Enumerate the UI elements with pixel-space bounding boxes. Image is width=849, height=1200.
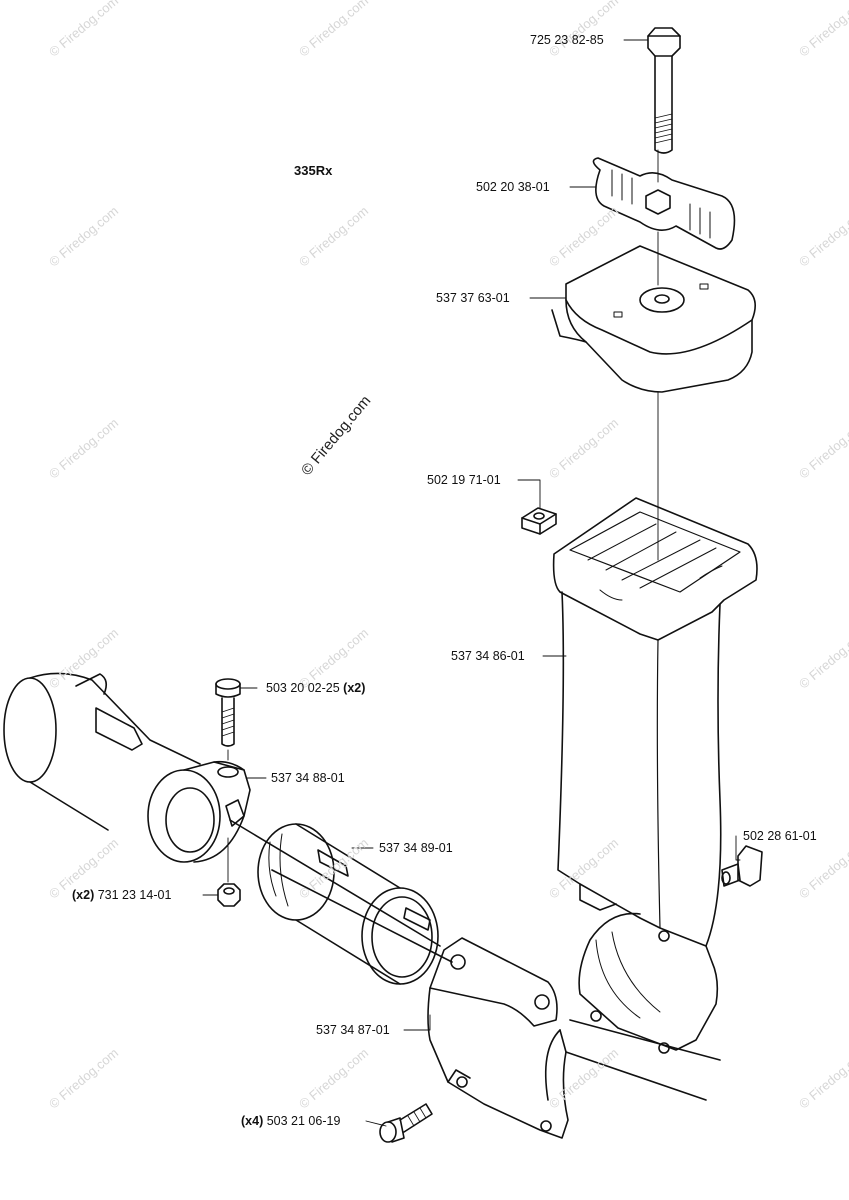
- part-label-square-nut: 502 19 71-01: [427, 473, 501, 487]
- part-number: 503 20 02-25: [266, 681, 340, 695]
- part-label-clamp-ring: 537 34 88-01: [271, 771, 345, 785]
- part-qty: (x2): [343, 681, 366, 695]
- part-label-clip: 502 28 61-01: [743, 829, 817, 843]
- sleeve-part: [257, 823, 439, 985]
- part-number: 731 23 14-01: [97, 888, 172, 902]
- part-label-bolt: 725 23 82-85: [530, 33, 604, 47]
- part-label-nut: (x2) 731 23 14-01: [72, 888, 171, 902]
- part-label-screw: 503 20 02-25 (x2): [266, 681, 365, 695]
- square-nut-part: [521, 507, 557, 535]
- part-label-handle-body: 537 34 86-01: [451, 649, 525, 663]
- shaft-tube-part: [3, 672, 721, 1101]
- lower-clamp-part: [427, 937, 569, 1139]
- model-label: 335Rx: [294, 163, 333, 178]
- bottom-screw-part: [379, 1103, 433, 1143]
- wing-nut-part: [592, 157, 736, 250]
- screw-part: [215, 678, 241, 747]
- part-label-wing-nut: 502 20 38-01: [476, 180, 550, 194]
- part-label-lower-clamp: 537 34 87-01: [316, 1023, 390, 1037]
- bolt-part: [647, 27, 681, 154]
- handle-body-part: [552, 497, 758, 1054]
- clip-part: [721, 845, 763, 887]
- part-qty: (x4): [241, 1114, 264, 1128]
- part-qty: (x2): [72, 888, 95, 902]
- clamp-ring-part: [147, 760, 251, 863]
- top-cap-part: [551, 245, 756, 393]
- part-label-sleeve: 537 34 89-01: [379, 841, 453, 855]
- part-label-bottom-screw: (x4) 503 21 06-19: [241, 1114, 340, 1128]
- leader-lines: [202, 39, 741, 1127]
- part-number: 503 21 06-19: [266, 1114, 341, 1128]
- part-label-top-cap: 537 37 63-01: [436, 291, 510, 305]
- nut-part: [217, 883, 241, 907]
